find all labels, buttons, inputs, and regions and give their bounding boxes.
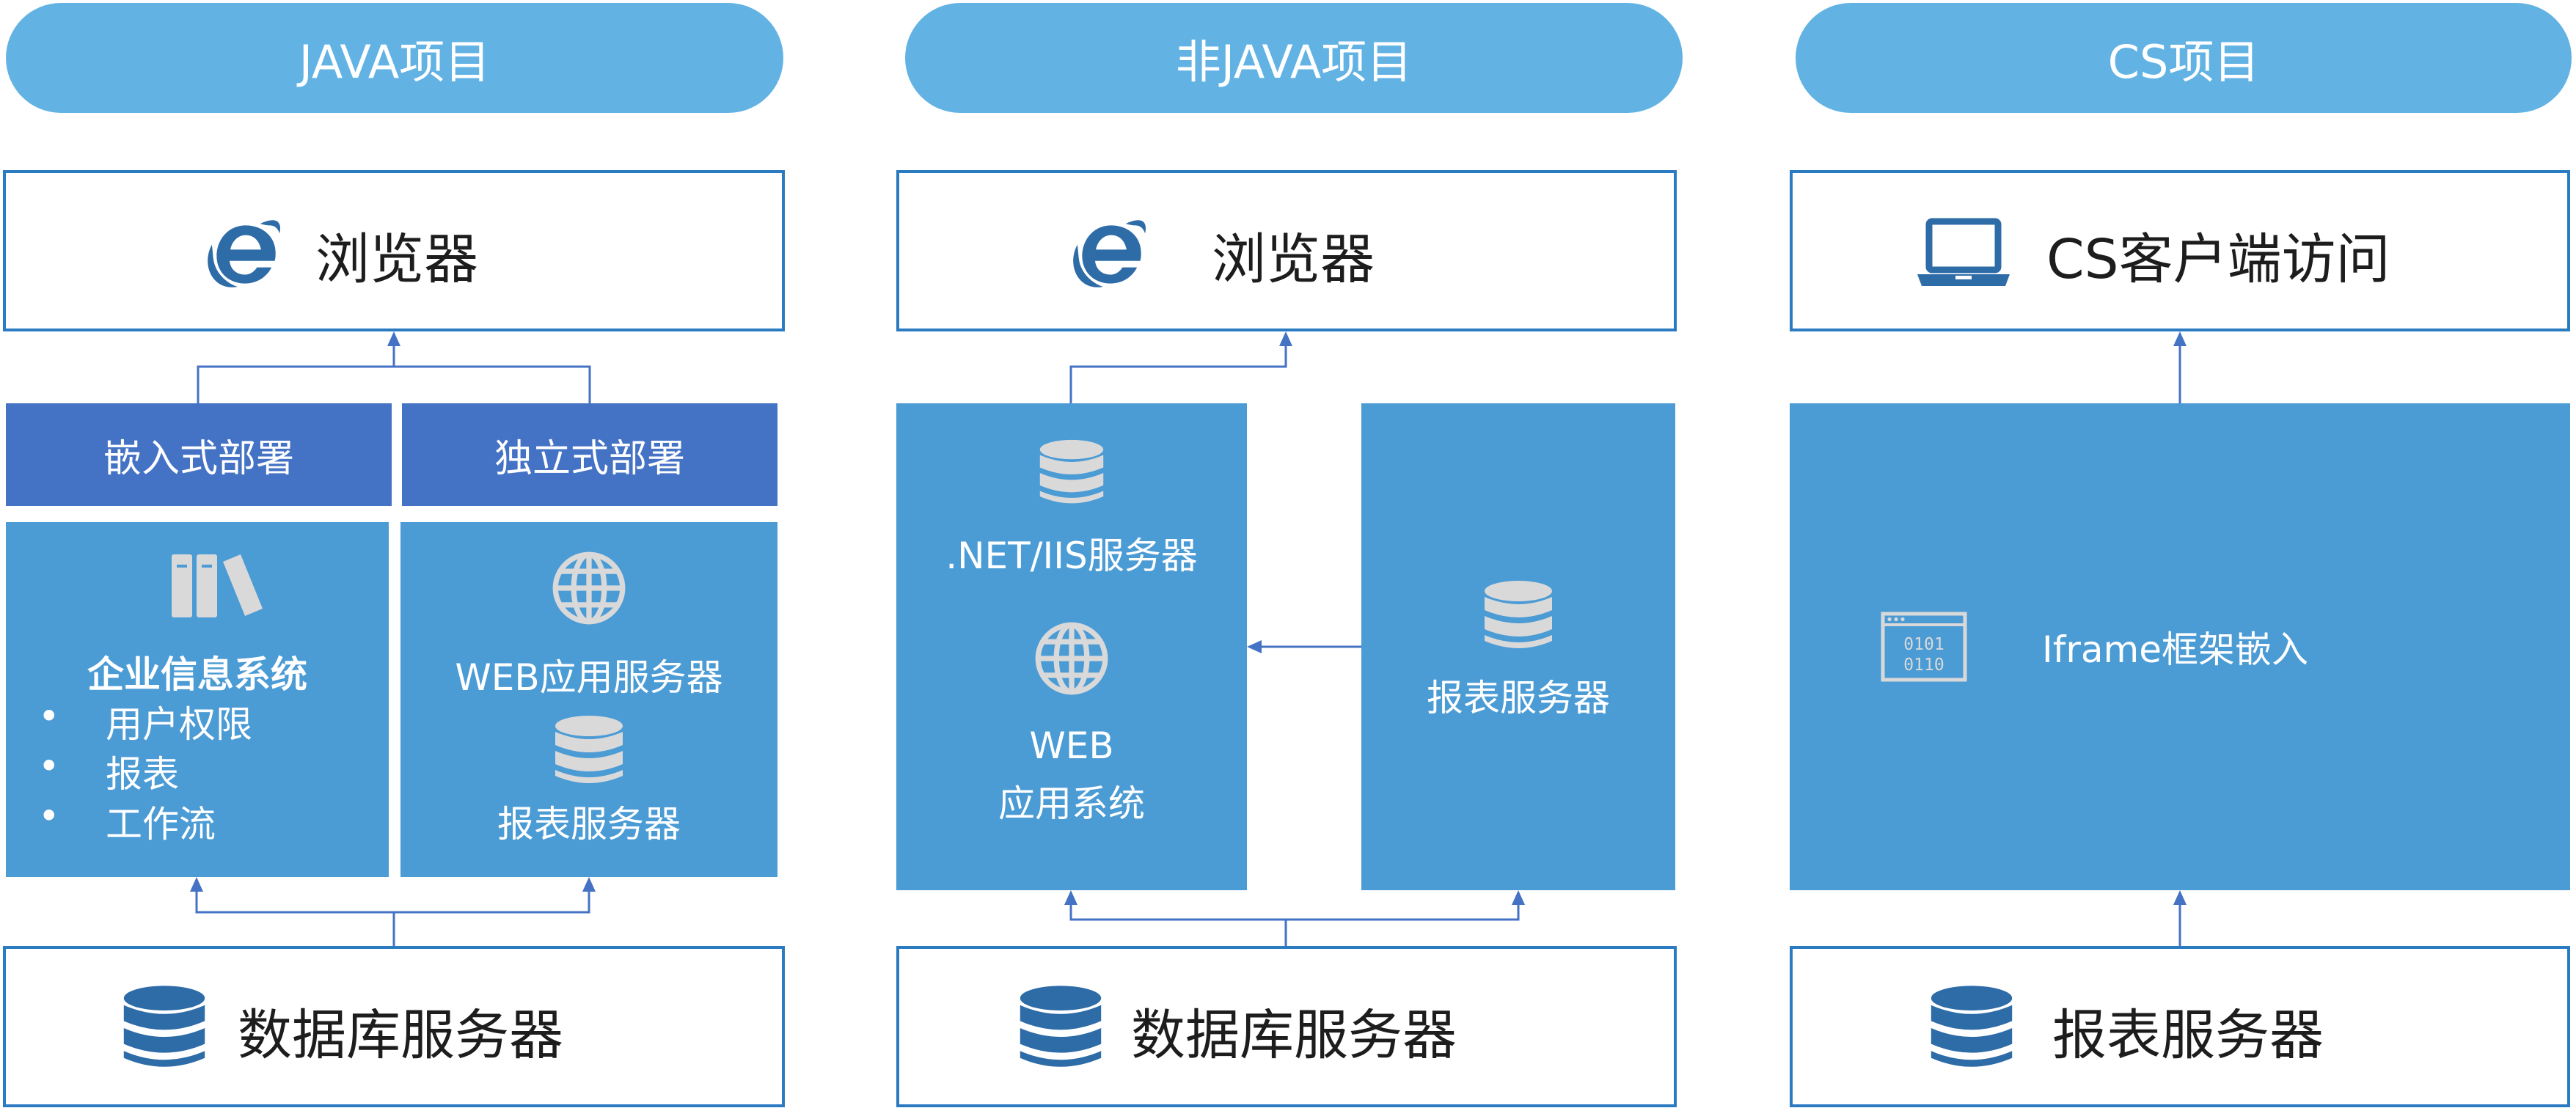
report-server-label-cs: 报表服务器 — [2052, 1004, 2324, 1067]
books-icon — [172, 554, 263, 617]
browser-box-java: 浏览器 — [3, 170, 785, 331]
bullet-reports: 报表 — [106, 753, 179, 796]
iframe-embed-label: Iframe框架嵌入 — [2042, 628, 2309, 671]
arrowhead — [2173, 331, 2187, 346]
cs-client-label: CS客户端访问 — [2046, 228, 2390, 291]
database-icon — [555, 716, 623, 783]
bullet-icon: • — [38, 695, 60, 738]
connector-dotnet-to-browser — [1069, 345, 1287, 403]
connector-embedded-to-browser — [197, 365, 394, 403]
database-icon — [1020, 986, 1102, 1067]
iframe-embed-panel: 0101 0110 Iframe框架嵌入 — [1790, 403, 2570, 890]
arrowhead — [2173, 890, 2187, 905]
db-server-label-non-java: 数据库服务器 — [1131, 1004, 1457, 1067]
connector-db-to-report — [1286, 902, 1520, 921]
app-system-label: 应用系统 — [998, 782, 1145, 825]
dotnet-server-panel: .NET/IIS服务器 WEB 应用系统 — [896, 403, 1247, 890]
database-icon — [1485, 581, 1552, 648]
web-app-server-label: WEB应用服务器 — [455, 656, 723, 699]
arrowhead — [1279, 331, 1292, 346]
header-non-java-project: 非JAVA项目 — [905, 3, 1683, 113]
globe-icon — [1035, 622, 1108, 695]
connector-db-to-dotnet — [1069, 902, 1286, 921]
arrowhead — [387, 331, 400, 346]
bullet-icon: • — [38, 795, 60, 837]
bullet-icon: • — [38, 745, 60, 788]
dotnet-iis-server-label: .NET/IIS服务器 — [945, 535, 1198, 577]
report-server-label: 报表服务器 — [1427, 677, 1610, 719]
ie-browser-icon — [208, 220, 281, 287]
report-server-panel-non-java: 报表服务器 — [1361, 403, 1675, 890]
report-server-box-cs: 报表服务器 — [1790, 946, 2570, 1107]
browser-label-java: 浏览器 — [315, 228, 478, 291]
arrowhead — [1512, 890, 1525, 905]
db-server-box-non-java: 数据库服务器 — [896, 946, 1677, 1107]
svg-text:0110: 0110 — [1903, 656, 1944, 675]
ie-browser-icon — [1073, 220, 1146, 287]
binary-window-icon: 0101 0110 — [1881, 612, 1967, 682]
database-icon — [1039, 439, 1104, 504]
svg-text:0101: 0101 — [1903, 635, 1944, 654]
standalone-server-panel: WEB应用服务器 报表服务器 — [400, 522, 777, 877]
browser-label-non-java: 浏览器 — [1212, 228, 1375, 291]
arrowhead — [582, 877, 596, 892]
laptop-icon — [1917, 218, 2010, 286]
connector-standalone-to-browser — [394, 365, 591, 403]
browser-box-non-java: 浏览器 — [896, 170, 1677, 331]
tab-embedded-deployment: 嵌入式部署 — [6, 403, 392, 506]
header-java-project: JAVA项目 — [6, 3, 783, 113]
database-icon — [1931, 986, 2013, 1067]
database-icon — [123, 986, 205, 1067]
web-label: WEB — [1029, 724, 1114, 767]
enterprise-system-title: 企业信息系统 — [87, 653, 307, 696]
arrowhead — [1064, 890, 1077, 905]
enterprise-system-panel: 企业信息系统 • 用户权限 • 报表 • 工作流 — [6, 522, 389, 877]
connector-db-to-embedded — [195, 889, 394, 914]
db-server-label-java: 数据库服务器 — [238, 1004, 563, 1067]
db-server-box-java: 数据库服务器 — [3, 946, 785, 1107]
arrowhead — [190, 877, 203, 892]
globe-icon — [552, 551, 626, 625]
bullet-workflow: 工作流 — [106, 803, 216, 845]
tab-standalone-deployment: 独立式部署 — [402, 403, 777, 506]
report-server-label: 报表服务器 — [497, 803, 681, 845]
cs-client-box: CS客户端访问 — [1790, 170, 2570, 331]
connector-db-to-standalone — [394, 889, 590, 914]
header-cs-project: CS项目 — [1796, 3, 2572, 113]
bullet-user-permissions: 用户权限 — [106, 703, 252, 746]
arrowhead — [1247, 640, 1262, 653]
